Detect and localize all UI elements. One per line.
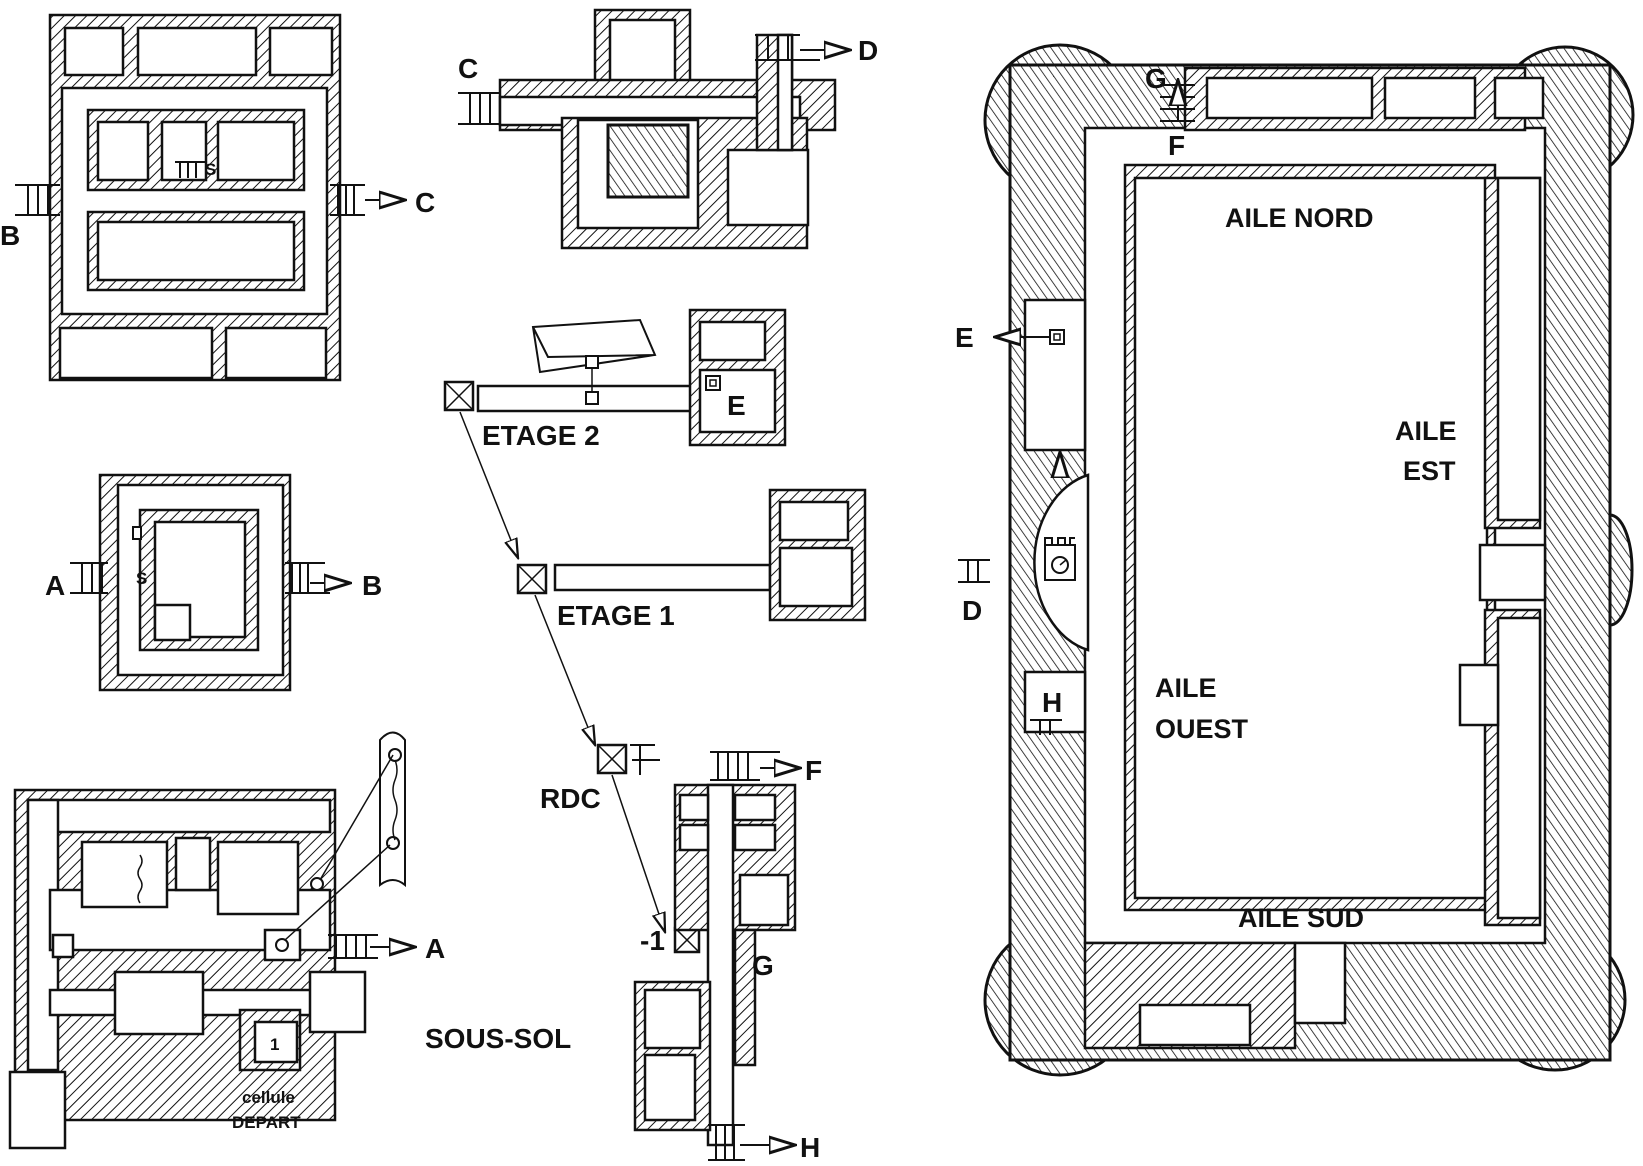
floor-sous-sol: 1 A SOUS-SOL cellule DEPART xyxy=(8,731,571,1150)
elevator-icon xyxy=(673,926,701,954)
start-cell: 1 xyxy=(238,1008,302,1072)
connector-label-g: G xyxy=(752,950,774,981)
floor-label-etage-1: ETAGE 1 xyxy=(557,600,675,631)
wing-label-west-1: AILE xyxy=(1155,673,1217,703)
connector-label-b: B xyxy=(0,220,20,251)
connector-label-a-exit: A xyxy=(425,933,445,964)
stairs-icon xyxy=(328,934,378,959)
connector-label-d-castle: D xyxy=(962,595,982,626)
connector-label-f: F xyxy=(805,755,822,786)
start-cell-label-line2: DEPART xyxy=(232,1113,301,1132)
wing-label-south: AILE SUD xyxy=(1238,903,1364,933)
floor-label-rdc: RDC xyxy=(540,783,601,814)
floor-label-etage-2: ETAGE 2 xyxy=(482,420,600,451)
secret-passage-symbol: S xyxy=(136,569,147,588)
connector-label-e: E xyxy=(727,390,746,421)
connector-label-c-entry: C xyxy=(458,53,478,84)
secret-passage-symbol: S xyxy=(205,160,216,179)
castle-plan: G F E D H AILE NORD AILE EST AILE OUEST … xyxy=(955,43,1635,1077)
floor-label-sous-sol: SOUS-SOL xyxy=(425,1023,571,1054)
floor-etage-1: ETAGE 1 xyxy=(459,411,867,631)
stairs-icon xyxy=(708,751,780,1161)
wing-label-east-1: AILE xyxy=(1395,416,1457,446)
stairs-icon xyxy=(458,34,820,125)
connector-label-h: H xyxy=(800,1132,820,1163)
elevator-icon xyxy=(596,743,628,775)
elevator-icon xyxy=(516,563,548,595)
wing-label-north: AILE NORD xyxy=(1225,203,1374,233)
tower-clock-icon xyxy=(1044,537,1076,581)
stairs-icon xyxy=(70,562,330,594)
building-b-c: B C S xyxy=(0,13,435,382)
connector-label-a: A xyxy=(45,570,65,601)
elevator-icon xyxy=(443,380,475,412)
connector-label-g-castle: G xyxy=(1145,63,1167,94)
connector-label-e-castle: E xyxy=(955,322,974,353)
stairs-icon xyxy=(15,161,365,216)
start-cell-number: 1 xyxy=(270,1035,279,1054)
building-c-d: C D xyxy=(458,8,878,250)
wing-label-west-2: OUEST xyxy=(1155,714,1249,744)
well-icon xyxy=(1049,329,1065,345)
well-shaft xyxy=(284,731,406,941)
start-cell-label-line1: cellule xyxy=(242,1088,295,1107)
floor-label-minus-1: -1 xyxy=(640,925,665,956)
floor-etage-2: E ETAGE 2 xyxy=(443,308,787,451)
well-icon xyxy=(705,375,721,391)
connector-label-b-exit: B xyxy=(362,570,382,601)
building-a-b: A B S xyxy=(45,473,382,692)
connector-label-c: C xyxy=(415,187,435,218)
connector-label-h-castle: H xyxy=(1042,687,1062,718)
connector-label-f-castle: F xyxy=(1168,130,1185,161)
floor-rdc: RDC -1 F G H xyxy=(534,594,822,1163)
connector-label-d: D xyxy=(858,35,878,66)
wing-label-east-2: EST xyxy=(1403,456,1456,486)
